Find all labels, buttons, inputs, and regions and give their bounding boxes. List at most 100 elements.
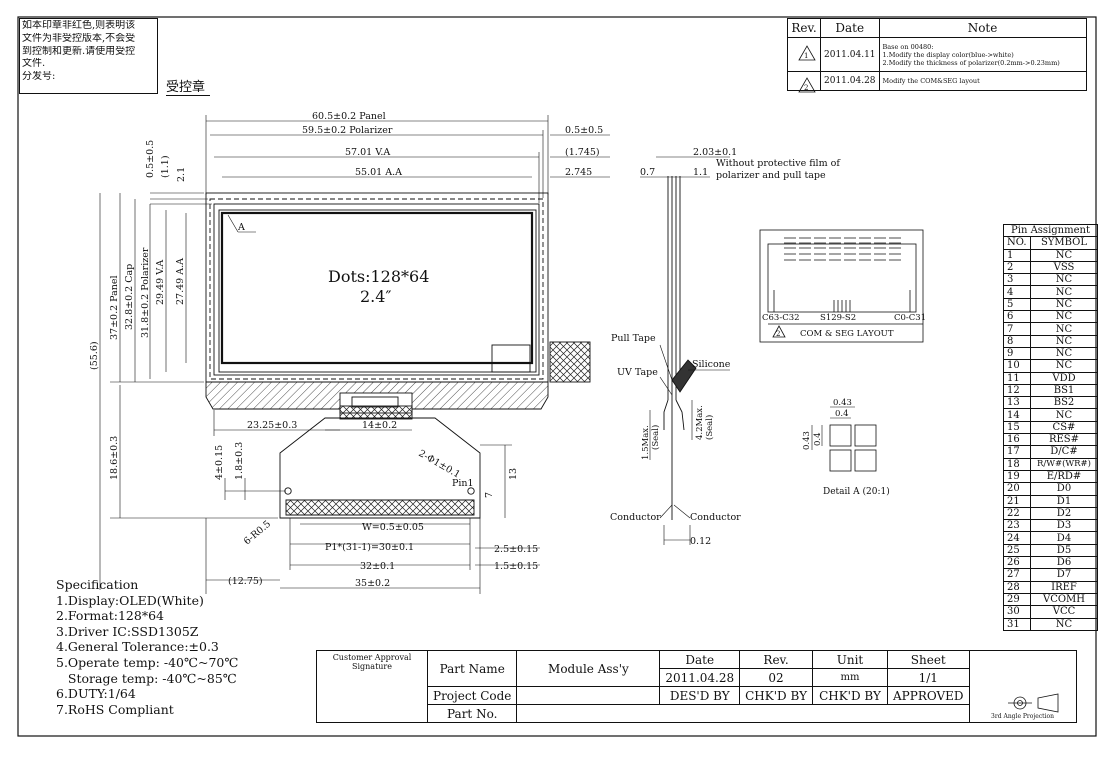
dim-total-height: (55.6) [89,341,100,370]
side-note-1: Without protective film of [716,158,841,169]
fpc-tail [279,417,481,519]
com-seg-layout [759,229,924,343]
pin1-label: Pin1 [452,478,474,489]
dim-va-height: 29.49 V.A [155,260,166,305]
dim-d1: 23.25±0.3 [247,420,297,431]
pin-symbol: BS1 [1030,383,1098,398]
tb-rev-value: 02 [739,668,813,687]
uv-tape-label: UV Tape [617,367,658,378]
fpc-pads [285,499,475,516]
stamp-line: 如本印章非红色,则表明该 [22,20,136,31]
tb-unit-header: Unit [812,650,888,669]
sign-designed: DES'D BY [659,686,741,705]
pin-number: 5 [1003,297,1031,312]
pin-symbol: NC [1030,310,1098,324]
spec-line: 3.Driver IC:SSD1305Z [56,623,199,639]
pin-number: 19 [1003,469,1031,484]
dim-radius: 6-R0.5 [242,519,273,548]
note-line: 1.Modify the display color(blue->white) [882,50,1014,59]
pin-symbol: NC [1030,297,1098,312]
active-area [220,211,534,365]
side-max-1: 1.5Max. [641,425,651,460]
pin-table-title: Pin Assignment [1003,223,1098,238]
pin-symbol: D2 [1030,506,1098,521]
pin-number: 6 [1003,310,1031,324]
pin-symbol: RES# [1030,433,1098,447]
stamp-line: 文件为非受控版本,不会受 [22,32,136,44]
pin-symbol: NC [1030,346,1098,361]
rev-cell-2 [787,71,821,91]
pin-number: 29 [1003,592,1031,607]
dim-d10: 32±0.1 [360,561,395,572]
rev-note-1: Base on 00480: 1.Modify the display colo… [878,37,1087,72]
title-block: Customer Approval Signature Part Name Mo… [316,650,1077,723]
side-t1: 2.03±0.1 [693,147,737,158]
dim-pad-width: W=0.5±0.05 [362,522,424,533]
dim-v1: 0.5±0.5 [145,140,156,178]
dim-d4: 1.8±0.3 [234,442,245,480]
pin-no-header: NO. [1003,236,1031,250]
pin-number: 10 [1003,359,1031,373]
side-view [640,156,730,545]
pin-symbol: D0 [1030,482,1098,496]
dim-aa-height: 27.49 A.A [175,258,186,305]
layout-caption: COM & SEG LAYOUT [800,329,894,339]
pin-number: 9 [1003,346,1031,361]
project-code-label: Project Code [426,686,518,705]
pin-number: 2 [1003,260,1031,275]
pin-number: 31 [1003,617,1031,631]
dim-v2: (1.1) [160,155,171,178]
detail-dim-b2: 0.4 [813,432,823,446]
pin-number: 28 [1003,580,1031,594]
detail-dim-a2: 0.4 [835,409,849,419]
silicone-label: Silicone [692,359,731,370]
spec-line: 4.General Tolerance:±0.3 [56,639,219,655]
pin-number: 30 [1003,605,1031,619]
rev-date-1: 2011.04.11 [820,37,880,72]
pin-symbol: D7 [1030,568,1098,582]
rev-date-2: 2011.04.28 [820,71,880,91]
pin-symbol: VSS [1030,260,1098,275]
stamp-line: 文件. [22,58,46,70]
pull-tape-label: Pull Tape [611,333,656,344]
detail-dim-a1: 0.43 [833,398,852,408]
dim-d3: 4±0.15 [214,445,225,480]
detail-dim-b1: 0.43 [802,431,812,450]
side-max-2: 4.2Max. [695,405,705,440]
projection-cell: 3rd Angle Projection [968,650,1077,723]
side-t2: 0.7 [640,167,655,178]
hatched-block [549,341,591,383]
note-line: 2.Modify the thickness of polarizer(0.2m… [882,58,1060,67]
pin-symbol: BS2 [1030,396,1098,410]
tb-date-header: Date [659,650,741,669]
pin-number: 25 [1003,543,1031,558]
pin-symbol: D3 [1030,519,1098,533]
pin-number: 4 [1003,285,1031,299]
pin-number: 11 [1003,371,1031,385]
project-code-value [516,686,661,705]
pin-number: 15 [1003,420,1031,435]
dim-panel-height: 37±0.2 Panel [109,275,120,340]
stamp-line: 分发号: [22,71,56,83]
pin-symbol: NC [1030,285,1098,299]
layout-com-left: C63-C32 [762,313,800,323]
side-t3: 1.1 [693,167,708,178]
